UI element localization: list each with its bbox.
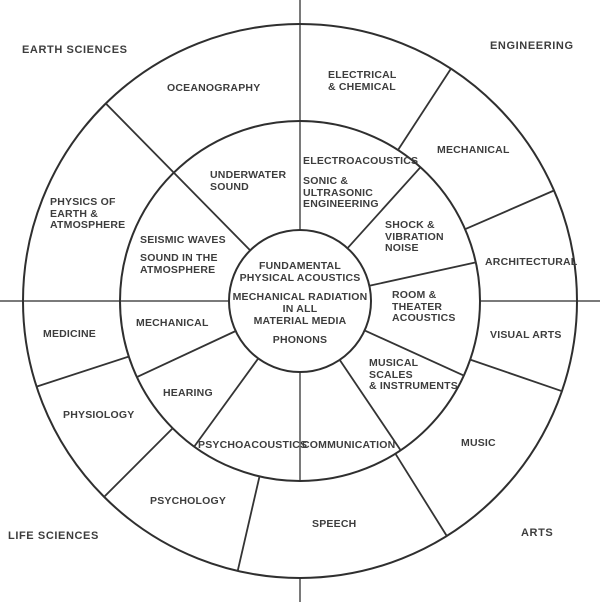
sector-psychoacoustics: PSYCHOACOUSTICS	[198, 439, 308, 451]
divider-speech-psychology	[236, 476, 261, 572]
divider-electroacoustics-shock	[346, 166, 422, 249]
quadrant-label-engineering: ENGINEERING	[490, 40, 574, 52]
divider-electrical-mechanical	[397, 68, 452, 151]
divider-mechanical-architectural	[464, 189, 555, 231]
sector-room-theater: ROOM & THEATER ACOUSTICS	[392, 289, 456, 324]
center-circle-text: FUNDAMENTAL PHYSICAL ACOUSTICS MECHANICA…	[225, 260, 375, 346]
sector-dividers	[36, 68, 563, 572]
sector-mechanical-outer: MECHANICAL	[437, 144, 510, 156]
sector-visual-arts: VISUAL ARTS	[490, 329, 562, 341]
divider-135deg-long	[105, 102, 251, 252]
center-text-phonons: PHONONS	[272, 334, 328, 346]
divider-hearing-mechanical	[136, 330, 237, 378]
center-text-mechanical-radiation: MECHANICAL RADIATION IN ALL MATERIAL MED…	[232, 291, 368, 327]
divider-room-musical	[364, 329, 465, 377]
sector-oceanography: OCEANOGRAPHY	[167, 82, 261, 94]
sector-speech: SPEECH	[312, 518, 357, 530]
sector-psychology: PSYCHOLOGY	[150, 495, 227, 507]
middle-circle	[119, 120, 481, 482]
sector-seismic-waves: SEISMIC WAVES	[140, 234, 226, 246]
sector-communication: COMMUNICATION	[302, 439, 396, 451]
divider-music-speech	[394, 453, 448, 537]
divider-visualarts-music	[469, 358, 563, 393]
quadrant-label-life-sciences: LIFE SCIENCES	[8, 530, 99, 542]
divider-psychology-physiology	[103, 427, 174, 498]
divider-psychoacoustics-hearing	[193, 357, 260, 448]
sector-electroacoustics: ELECTROACOUSTICS	[303, 155, 419, 167]
quadrant-label-arts: ARTS	[521, 527, 554, 539]
center-text-fundamental: FUNDAMENTAL PHYSICAL ACOUSTICS	[239, 260, 361, 284]
sector-mechanical-middle: MECHANICAL	[136, 317, 209, 329]
sector-architectural: ARCHITECTURAL	[485, 256, 578, 268]
inner-circle	[228, 229, 372, 373]
divider-physiology-medicine	[36, 355, 130, 388]
divider-musical-communication	[338, 359, 402, 451]
sector-physics-earth-atmosphere: PHYSICS OF EARTH & ATMOSPHERE	[50, 196, 126, 231]
sector-sound-atmosphere: SOUND IN THE ATMOSPHERE	[140, 252, 218, 276]
sector-shock-vibration: SHOCK & VIBRATION NOISE	[385, 219, 444, 254]
divider-shock-room	[369, 261, 476, 287]
sector-hearing: HEARING	[163, 387, 213, 399]
sector-physiology: PHYSIOLOGY	[63, 409, 135, 421]
sector-medicine: MEDICINE	[43, 328, 96, 340]
outer-circle	[22, 23, 578, 579]
ring-circles	[22, 23, 578, 579]
sector-underwater-sound: UNDERWATER SOUND	[210, 169, 287, 193]
quadrant-label-earth-sciences: EARTH SCIENCES	[22, 44, 128, 56]
sector-music: MUSIC	[461, 437, 496, 449]
sector-musical-scales: MUSICAL SCALES & INSTRUMENTS	[369, 357, 458, 392]
sector-sonic-ultrasonic: SONIC & ULTRASONIC ENGINEERING	[303, 175, 379, 210]
sector-electrical-chemical: ELECTRICAL & CHEMICAL	[328, 69, 397, 93]
